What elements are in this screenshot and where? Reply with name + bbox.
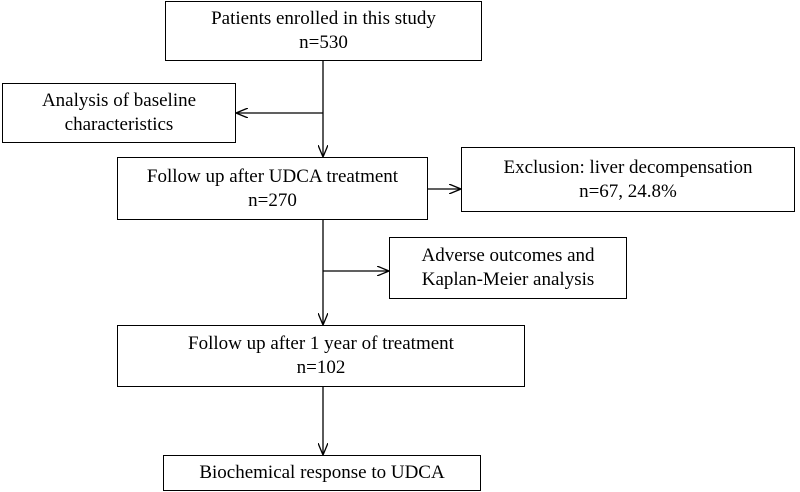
node-patients-enrolled: Patients enrolled in this study n=530 [165,1,482,61]
node-baseline-analysis-line-1: Analysis of baseline [41,90,197,111]
node-patients-enrolled-line-1: Patients enrolled in this study [211,8,436,29]
node-followup-udca: Follow up after UDCA treatment n=270 [117,157,428,220]
node-exclusion-line-1: Exclusion: liver decompensation [503,156,753,178]
node-followup-1-year-line-1: Follow up after 1 year of treatment [188,333,454,354]
node-adverse-outcomes: Adverse outcomes and Kaplan-Meier analys… [389,237,627,299]
node-followup-udca-line-2: n=270 [248,189,297,211]
node-patients-enrolled-line-2: n=530 [299,32,348,53]
node-biochemical-response-line-1: Biochemical response to UDCA [199,462,445,483]
node-baseline-analysis-line-2: characteristics [64,114,174,135]
node-adverse-outcomes-line-2: Kaplan-Meier analysis [421,269,595,290]
node-followup-1-year: Follow up after 1 year of treatment n=10… [117,325,525,387]
node-followup-udca-line-1: Follow up after UDCA treatment [146,165,399,187]
node-exclusion: Exclusion: liver decompensation n=67, 24… [461,147,795,212]
node-baseline-analysis: Analysis of baseline characteristics [2,83,236,143]
node-biochemical-response: Biochemical response to UDCA [163,455,481,491]
node-adverse-outcomes-line-1: Adverse outcomes and [421,245,595,266]
node-followup-1-year-line-2: n=102 [296,357,346,378]
node-exclusion-line-2: n=67, 24.8% [579,180,677,202]
